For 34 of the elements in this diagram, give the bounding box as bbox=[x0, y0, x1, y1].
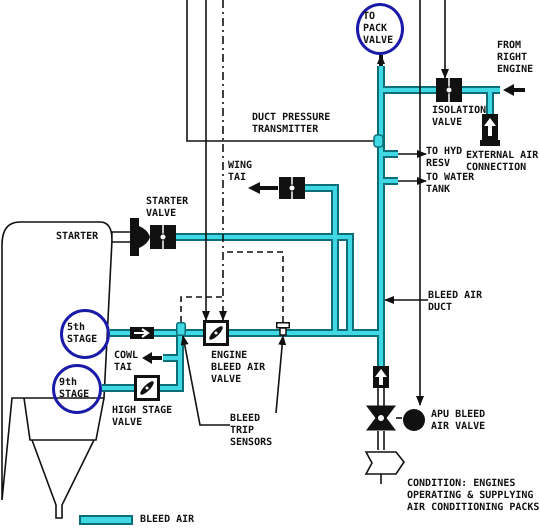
legend-label: BLEED AIR bbox=[140, 514, 194, 526]
component-label: DUCT PRESSURE TRANSMITTER bbox=[252, 112, 332, 136]
component-label: EXTERNAL AIR CONNECTION bbox=[466, 150, 540, 173]
component-label: COWL TAI bbox=[114, 350, 140, 374]
highlight-circle bbox=[52, 364, 102, 414]
destination-label: TO WATER TANK bbox=[426, 172, 476, 196]
arrow bbox=[219, 0, 227, 321]
leader-line bbox=[180, 296, 222, 322]
valve-label: STARTER VALVE bbox=[146, 196, 190, 220]
component-label: BLEED TRIP SENSORS bbox=[230, 413, 274, 449]
arrow bbox=[398, 150, 427, 158]
highlight-circle bbox=[356, 3, 404, 55]
arrow bbox=[384, 296, 428, 304]
arrow bbox=[202, 0, 210, 321]
arrow bbox=[377, 54, 385, 66]
arrow bbox=[398, 177, 427, 185]
destination-label: TO PACK VALVE bbox=[363, 11, 394, 47]
port-label: 9th STAGE bbox=[59, 377, 90, 401]
connector-arrow bbox=[180, 335, 230, 426]
port-label: 5th STAGE bbox=[67, 322, 98, 346]
condition-note: CONDITION: ENGINES OPERATING & SUPPLYING AIR CONDITIONING PACKS bbox=[407, 478, 540, 514]
valve-label: ENGINE BLEED AIR VALVE bbox=[211, 350, 266, 386]
connector-arrow bbox=[275, 335, 286, 414]
valve-label: APU BLEED AIR VALVE bbox=[431, 409, 486, 433]
arrow bbox=[416, 0, 424, 406]
valve-label: HIGH STAGE VALVE bbox=[112, 405, 174, 429]
leader-line bbox=[225, 251, 284, 322]
component-label: WING TAI bbox=[228, 160, 254, 184]
highlight-circle bbox=[60, 309, 110, 359]
component-label: STARTER bbox=[56, 231, 100, 243]
arrow bbox=[441, 0, 449, 79]
component-label: BLEED AIR DUCT bbox=[428, 290, 484, 314]
valve-label: ISOLATION VALVE bbox=[432, 105, 488, 129]
source-label: FROM RIGHT ENGINE bbox=[497, 40, 534, 76]
